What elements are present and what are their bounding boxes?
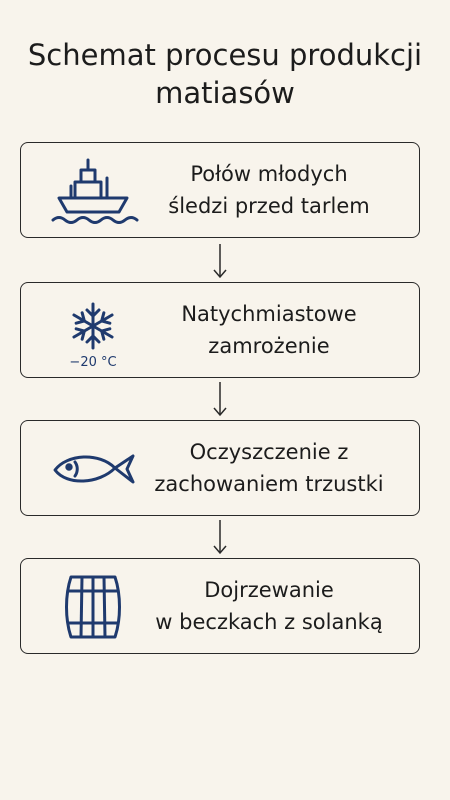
arrow-down-icon: [213, 382, 227, 417]
step-label: Dojrzewanie w beczkach z solanką: [131, 559, 407, 653]
ship-icon: [47, 153, 139, 229]
temperature-label: −20 °C: [69, 355, 117, 370]
step-cleaning: Oczyszczenie z zachowaniem trzustki: [20, 420, 420, 516]
step-label-line: w beczkach z solanką: [155, 610, 383, 634]
fish-icon: [47, 431, 139, 507]
step-label-line: Natychmiastowe: [181, 302, 357, 326]
step-label-line: Dojrzewanie: [204, 578, 334, 602]
arrow-down-icon: [213, 520, 227, 555]
step-label: Oczyszczenie z zachowaniem trzustki: [131, 421, 407, 515]
step-label-line: Połów młodych: [190, 162, 348, 186]
step-maturing: Dojrzewanie w beczkach z solanką: [20, 558, 420, 654]
arrow-down-icon: [213, 244, 227, 279]
step-label-line: zachowaniem trzustki: [154, 472, 384, 496]
barrel-icon: [47, 569, 139, 645]
step-freeze: −20 °C Natychmiastowe zamrożenie: [20, 282, 420, 378]
step-catch: Połów młodych śledzi przed tarlem: [20, 142, 420, 238]
step-label: Połów młodych śledzi przed tarlem: [131, 143, 407, 237]
step-label-line: zamrożenie: [208, 334, 330, 358]
step-label-line: śledzi przed tarlem: [168, 194, 370, 218]
step-label-line: Oczyszczenie z: [189, 440, 349, 464]
snowflake-icon: −20 °C: [47, 293, 139, 370]
step-label: Natychmiastowe zamrożenie: [131, 283, 407, 377]
diagram-title: Schemat procesu produkcji matiasów: [27, 38, 423, 110]
